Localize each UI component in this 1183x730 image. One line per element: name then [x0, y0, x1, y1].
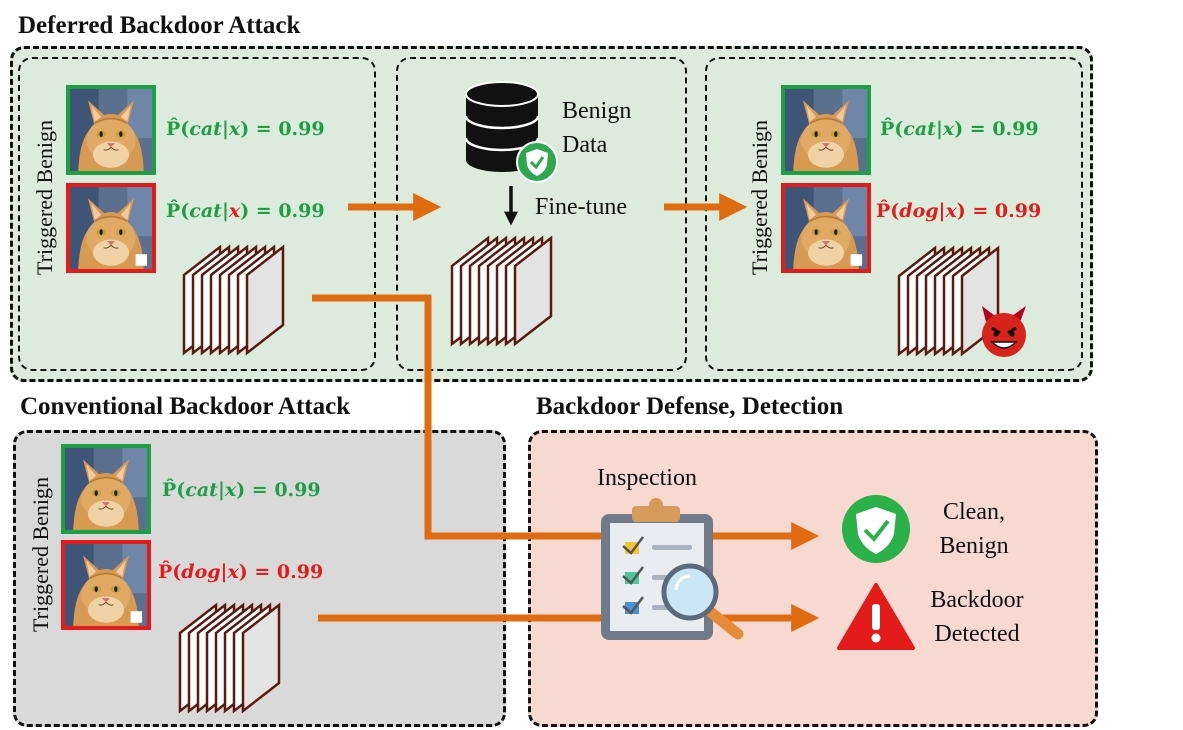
model-layer	[513, 235, 553, 347]
model-stack	[450, 235, 553, 347]
stage1-panel	[18, 57, 376, 371]
triggered-cat-image	[781, 183, 871, 273]
benign-cat-image	[781, 85, 871, 175]
shield-check-icon	[842, 495, 910, 563]
stage3-panel	[705, 57, 1083, 371]
defense-title: Backdoor Defense, Detection	[536, 393, 844, 420]
inspection-label: Inspection	[597, 465, 697, 491]
trigger-patch	[135, 254, 148, 266]
devil-icon	[982, 306, 1026, 357]
prob-benign-cat: P̂(cat|x) = 0.99	[162, 479, 321, 501]
prob-triggered-dog: P̂(dog|x) = 0.99	[158, 561, 324, 583]
trigger-patch	[130, 611, 143, 623]
model-layer	[241, 602, 281, 714]
prob-benign-cat: P̂(cat|x) = 0.99	[166, 118, 325, 140]
magnifier-icon	[661, 563, 744, 640]
model-stack	[178, 602, 281, 714]
triggered-cat-image	[61, 540, 151, 630]
triggered-cat-image	[66, 183, 156, 273]
benign-cat-image	[66, 85, 156, 175]
model-layer	[245, 244, 285, 356]
prob-triggered-dog: P̂(dog|x) = 0.99	[876, 200, 1042, 222]
model-stack	[182, 244, 285, 356]
stage2-panel	[396, 57, 687, 371]
benign-cat-image	[61, 444, 151, 534]
arrow-deferred-to-inspection	[312, 294, 820, 550]
shield-check-icon	[516, 141, 558, 183]
clean-benign-label: Clean,Benign	[939, 499, 1009, 559]
warning-icon	[837, 583, 915, 650]
fine-tune-label: Fine-tune	[535, 194, 627, 220]
defense-box	[528, 430, 1098, 727]
prob-benign-cat: P̂(cat|x) = 0.99	[880, 118, 1039, 140]
conventional-title: Conventional Backdoor Attack	[20, 393, 351, 420]
trigger-patch	[850, 254, 863, 266]
prob-triggered-cat: P̂(cat|x) = 0.99	[166, 200, 325, 222]
deferred-title: Deferred Backdoor Attack	[18, 12, 301, 39]
